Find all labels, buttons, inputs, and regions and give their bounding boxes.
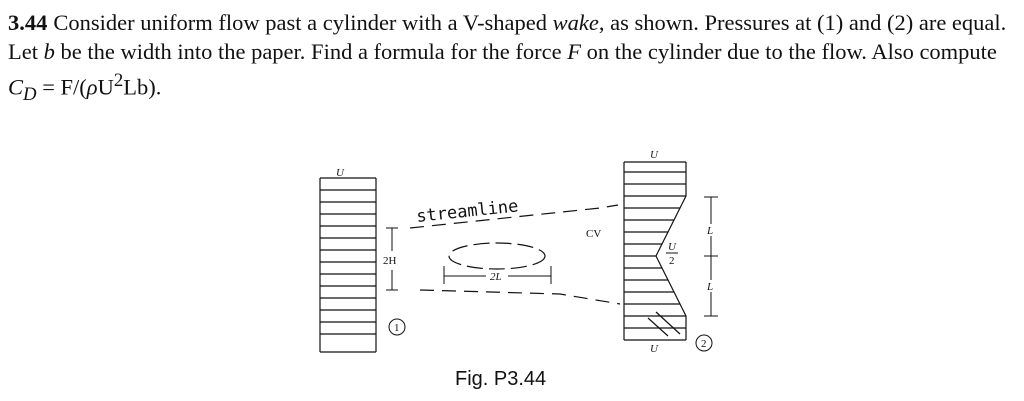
length-label: 2L: [490, 271, 502, 283]
inlet-velocity-label: U: [336, 167, 345, 179]
lower-cv-boundary: [419, 289, 621, 305]
problem-text-3: be the width into the paper. Find a form…: [54, 39, 568, 64]
station-2-marker: [695, 334, 713, 352]
wake-velocity-profile: [623, 161, 687, 341]
outlet-velocity-top-label: U: [650, 149, 659, 161]
station-1-marker: [388, 318, 406, 336]
problem-text-2: , as shown. Pressures at (1) and (2) are…: [8, 10, 1007, 64]
length-dimension: [443, 266, 552, 284]
half-velocity-numerator: U: [668, 241, 677, 253]
rho-symbol: ρ: [86, 74, 98, 100]
height-label: 2H: [383, 255, 397, 267]
wake-length-dimensions: [704, 196, 718, 317]
control-volume-label: CV: [586, 228, 601, 240]
wake-length-upper-label: L: [706, 225, 713, 237]
problem-text-5: = F/(: [36, 74, 87, 100]
station-2-label: 2: [701, 338, 707, 350]
cylinder: [448, 242, 546, 270]
problem-text-1: Consider uniform flow past a cylinder wi…: [53, 10, 553, 35]
inlet-velocity-profile: [319, 177, 377, 353]
half-velocity-denominator: 2: [669, 255, 675, 267]
figure-caption: Fig. P3.44: [455, 368, 547, 390]
velocity-symbol: U: [97, 74, 114, 100]
squared-exponent: 2: [113, 70, 124, 91]
problem-text-7: Lb).: [123, 74, 162, 100]
wake-length-lower-label: L: [706, 281, 713, 293]
upper-streamline: [409, 204, 619, 229]
station-1-label: 1: [394, 322, 400, 334]
wake-term: wake: [552, 10, 599, 35]
height-dimension: [386, 227, 398, 291]
width-symbol: b: [43, 39, 55, 64]
problem-number: 3.44: [8, 10, 48, 35]
outlet-velocity-bottom-label: U: [650, 343, 659, 355]
force-symbol: F: [567, 39, 581, 64]
height-label-bg: [380, 251, 406, 269]
cd-subscript: D: [23, 84, 37, 105]
cd-symbol: C: [8, 74, 24, 100]
problem-text-4: on the cylinder due to the flow. Also co…: [580, 39, 997, 64]
